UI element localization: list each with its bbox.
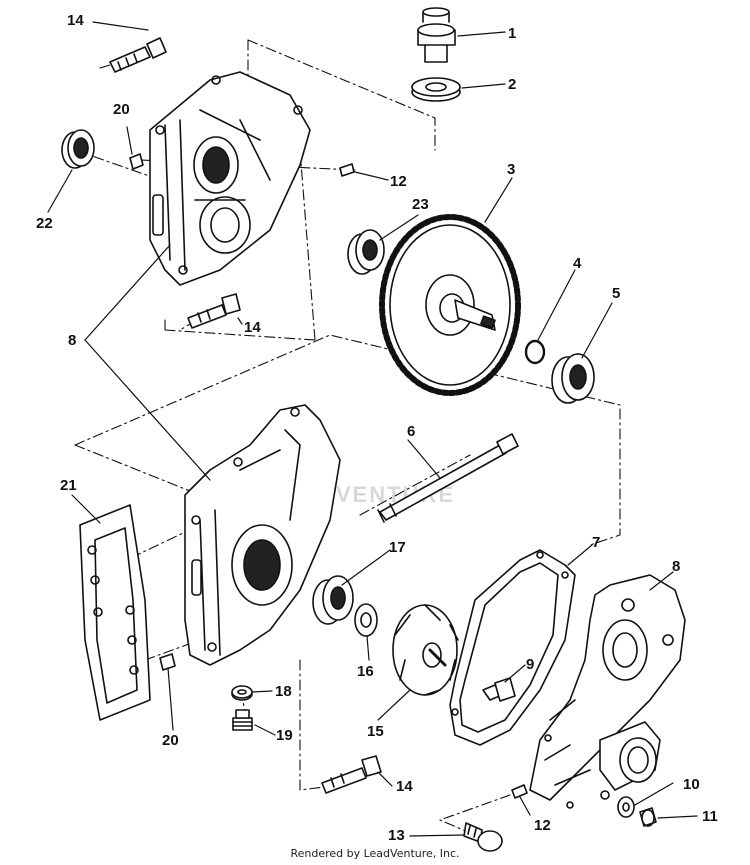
- callout-2: 2: [508, 76, 517, 93]
- bearing-23: [347, 229, 385, 275]
- callout-9: 9: [526, 656, 535, 673]
- drain-plug: [417, 7, 456, 63]
- bolt-9: [482, 677, 516, 702]
- callout-5: 5: [612, 285, 621, 302]
- callout-14-middle: 14: [244, 319, 261, 336]
- callout-1: 1: [508, 25, 517, 42]
- leader-lines: [47, 21, 698, 837]
- oring-4: [524, 339, 546, 365]
- callout-16: 16: [357, 663, 374, 680]
- bolt-14-middle: [187, 293, 241, 329]
- bearing-17: [312, 575, 354, 625]
- callout-13: 13: [388, 827, 405, 844]
- bolt-13: [463, 822, 503, 852]
- callout-21: 21: [60, 477, 77, 494]
- callout-6: 6: [407, 423, 416, 440]
- washer-2: [411, 77, 461, 102]
- callout-15: 15: [367, 723, 384, 740]
- impeller-15: [392, 604, 459, 696]
- shaft-6: [377, 433, 519, 523]
- bolt-14-lower: [321, 755, 382, 794]
- callout-8-upper: 8: [68, 332, 77, 349]
- callout-3: 3: [507, 161, 516, 178]
- callout-19: 19: [276, 727, 293, 744]
- footer-credit: Rendered by LeadVenture, Inc.: [290, 847, 460, 860]
- callout-18: 18: [275, 683, 292, 700]
- callout-12-lower: 12: [534, 817, 551, 834]
- callout-14: 14: [67, 12, 84, 29]
- callout-14-lower: 14: [396, 778, 413, 795]
- seal-22: [61, 129, 95, 169]
- callout-7: 7: [592, 534, 601, 551]
- bolt-11: [639, 807, 657, 827]
- callout-17: 17: [389, 539, 406, 556]
- washer-16: [354, 603, 378, 637]
- callout-11: 11: [702, 808, 718, 825]
- washer-10: [617, 796, 635, 818]
- callout-20-lower: 20: [162, 732, 179, 749]
- callout-4: 4: [573, 255, 582, 272]
- callout-8-lower: 8: [672, 558, 681, 575]
- bolt-14-top: [109, 37, 167, 73]
- callout-22: 22: [36, 215, 53, 232]
- lower-housing: [184, 404, 341, 666]
- gasket-7: [449, 549, 576, 746]
- gasket-21: [79, 504, 151, 721]
- screw-19: [232, 709, 253, 731]
- callout-23: 23: [412, 196, 429, 213]
- pump-cover: [529, 574, 686, 809]
- bearing-5: [551, 353, 595, 404]
- upper-housing: [149, 71, 311, 286]
- callout-20: 20: [113, 101, 130, 118]
- callout-12: 12: [390, 173, 407, 190]
- callout-10: 10: [683, 776, 700, 793]
- washer-18: [231, 685, 253, 701]
- gear-3: [379, 214, 521, 396]
